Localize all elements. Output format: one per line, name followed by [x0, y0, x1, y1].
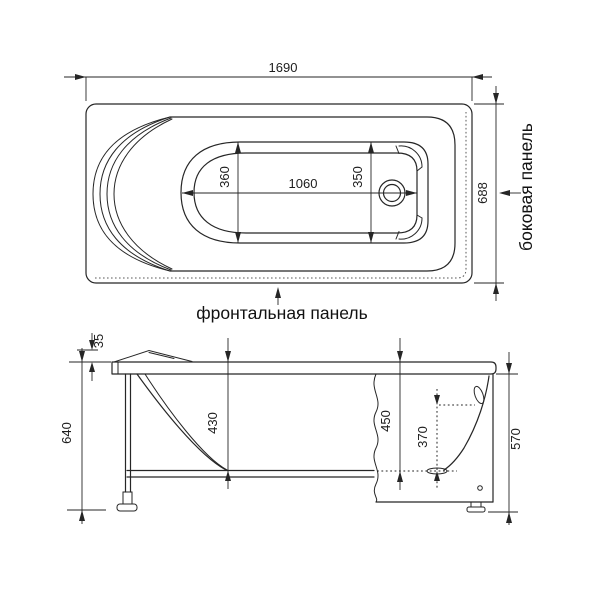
dim-450-label: 450 — [378, 410, 393, 432]
side-panel-label: боковая панель — [516, 123, 536, 251]
dim-depth-430: 430 — [205, 338, 231, 489]
top-view: 1690 688 360 1060 — [64, 60, 536, 323]
side-panel-callout: боковая панель — [499, 123, 536, 251]
right-foot — [466, 506, 486, 513]
dim-688-label: 688 — [475, 182, 490, 204]
dim-370-label: 370 — [415, 426, 430, 448]
dim-length-1690: 1690 — [64, 60, 492, 101]
dim-drain-370: 370 — [415, 389, 440, 489]
end-panel-section — [375, 373, 494, 513]
panel-fixing-hole — [477, 485, 483, 491]
dim-570-label: 570 — [508, 428, 523, 450]
dim-1060-label: 1060 — [289, 176, 318, 191]
section-break-line — [373, 373, 379, 503]
tub-outer-rim — [85, 103, 473, 284]
panel-edges-dotted — [95, 112, 467, 279]
overflow-hole — [473, 385, 485, 405]
frame-left-leg — [116, 373, 138, 512]
bowl-slope — [136, 373, 228, 471]
dim-width-688: 688 — [474, 86, 504, 301]
front-panel-callout: фронтальная панель — [196, 287, 368, 323]
dim-headrest-35: 35 — [77, 333, 106, 381]
rim-band — [111, 361, 497, 375]
dim-panel-570: 570 — [488, 352, 523, 525]
dim-bowl-350: 350 — [350, 142, 374, 243]
dim-depth-450: 450 — [378, 338, 403, 490]
front-panel-label: фронтальная панель — [196, 303, 368, 323]
dim-430-label: 430 — [205, 412, 220, 434]
headrest-profile — [113, 349, 193, 363]
tub-bowl — [180, 141, 429, 244]
dim-bowl-1060: 1060 — [182, 176, 417, 196]
corner-step-top — [398, 145, 423, 168]
frame-bottom-rail — [126, 469, 375, 478]
dim-360-label: 360 — [217, 166, 232, 188]
dim-height-640: 640 — [59, 348, 111, 524]
tub-deck-outline — [92, 116, 456, 272]
dim-640-label: 640 — [59, 422, 74, 444]
bowl-end-curve — [443, 375, 490, 471]
dim-bowl-360: 360 — [217, 142, 241, 243]
corner-step-bottom — [398, 217, 423, 240]
dim-350-label: 350 — [350, 166, 365, 188]
dim-1690-label: 1690 — [269, 60, 298, 75]
side-view: 35 640 430 450 — [59, 333, 523, 525]
left-foot — [116, 503, 138, 512]
dim-35-label: 35 — [91, 334, 106, 348]
